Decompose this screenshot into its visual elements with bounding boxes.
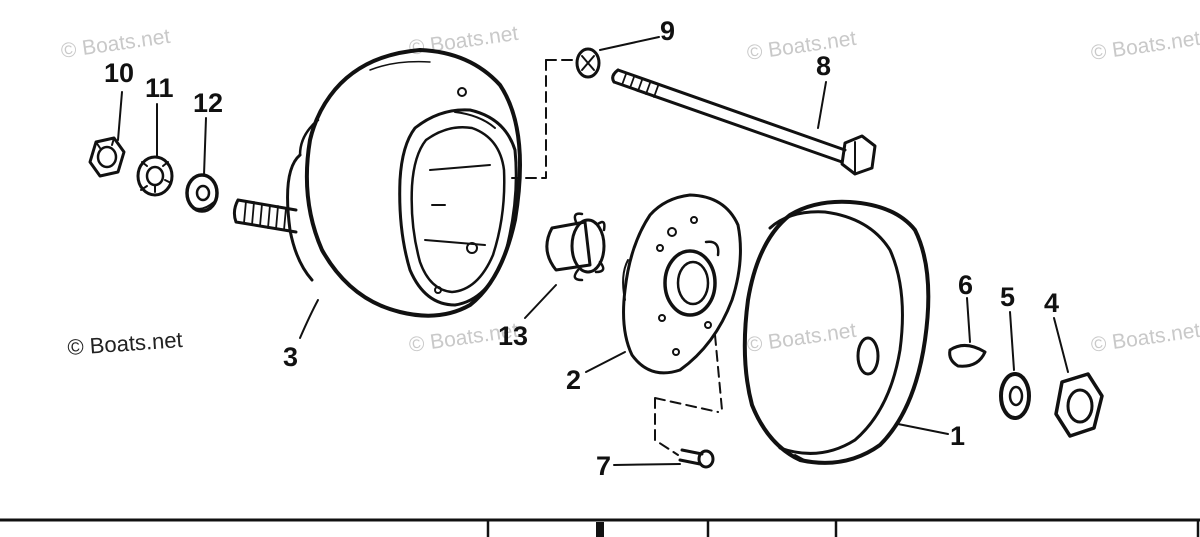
table-frame — [0, 518, 1200, 537]
callout-9: 9 — [660, 16, 675, 46]
callout-3: 3 — [283, 342, 298, 372]
part-2-stator-plate — [622, 193, 742, 375]
part-9-clip — [575, 47, 601, 79]
callout-8: 8 — [816, 51, 831, 81]
callout-4: 4 — [1044, 288, 1059, 318]
part-8-bolt — [611, 68, 877, 176]
part-6-key — [948, 344, 987, 368]
callout-7: 7 — [596, 451, 611, 481]
callout-12: 12 — [193, 88, 223, 118]
leader-lines — [117, 36, 1069, 466]
part-3-housing — [232, 48, 522, 318]
callout-13: 13 — [498, 321, 528, 351]
watermark-4: © Boats.net — [1089, 27, 1200, 65]
watermark-7: © Boats.net — [745, 319, 857, 357]
part-10-hex-nut — [88, 136, 126, 178]
part-1-flywheel — [742, 199, 931, 465]
callout-10: 10 — [104, 58, 134, 88]
callout-6: 6 — [958, 270, 973, 300]
watermark-2: © Boats.net — [407, 22, 519, 60]
part-11-star-washer — [136, 155, 174, 197]
part-12-washer — [185, 173, 219, 213]
watermark-8: © Boats.net — [1089, 319, 1200, 357]
part-5-washer — [999, 372, 1031, 420]
callout-1: 1 — [950, 421, 965, 451]
part-4-nut — [1054, 372, 1104, 438]
part-13-bushing — [545, 212, 606, 282]
part-7-screw — [678, 448, 715, 469]
callout-11: 11 — [145, 73, 174, 103]
watermark-3: © Boats.net — [745, 27, 857, 65]
watermark-5: © Boats.net — [67, 327, 184, 360]
callout-2: 2 — [566, 365, 581, 395]
callout-5: 5 — [1000, 282, 1015, 312]
